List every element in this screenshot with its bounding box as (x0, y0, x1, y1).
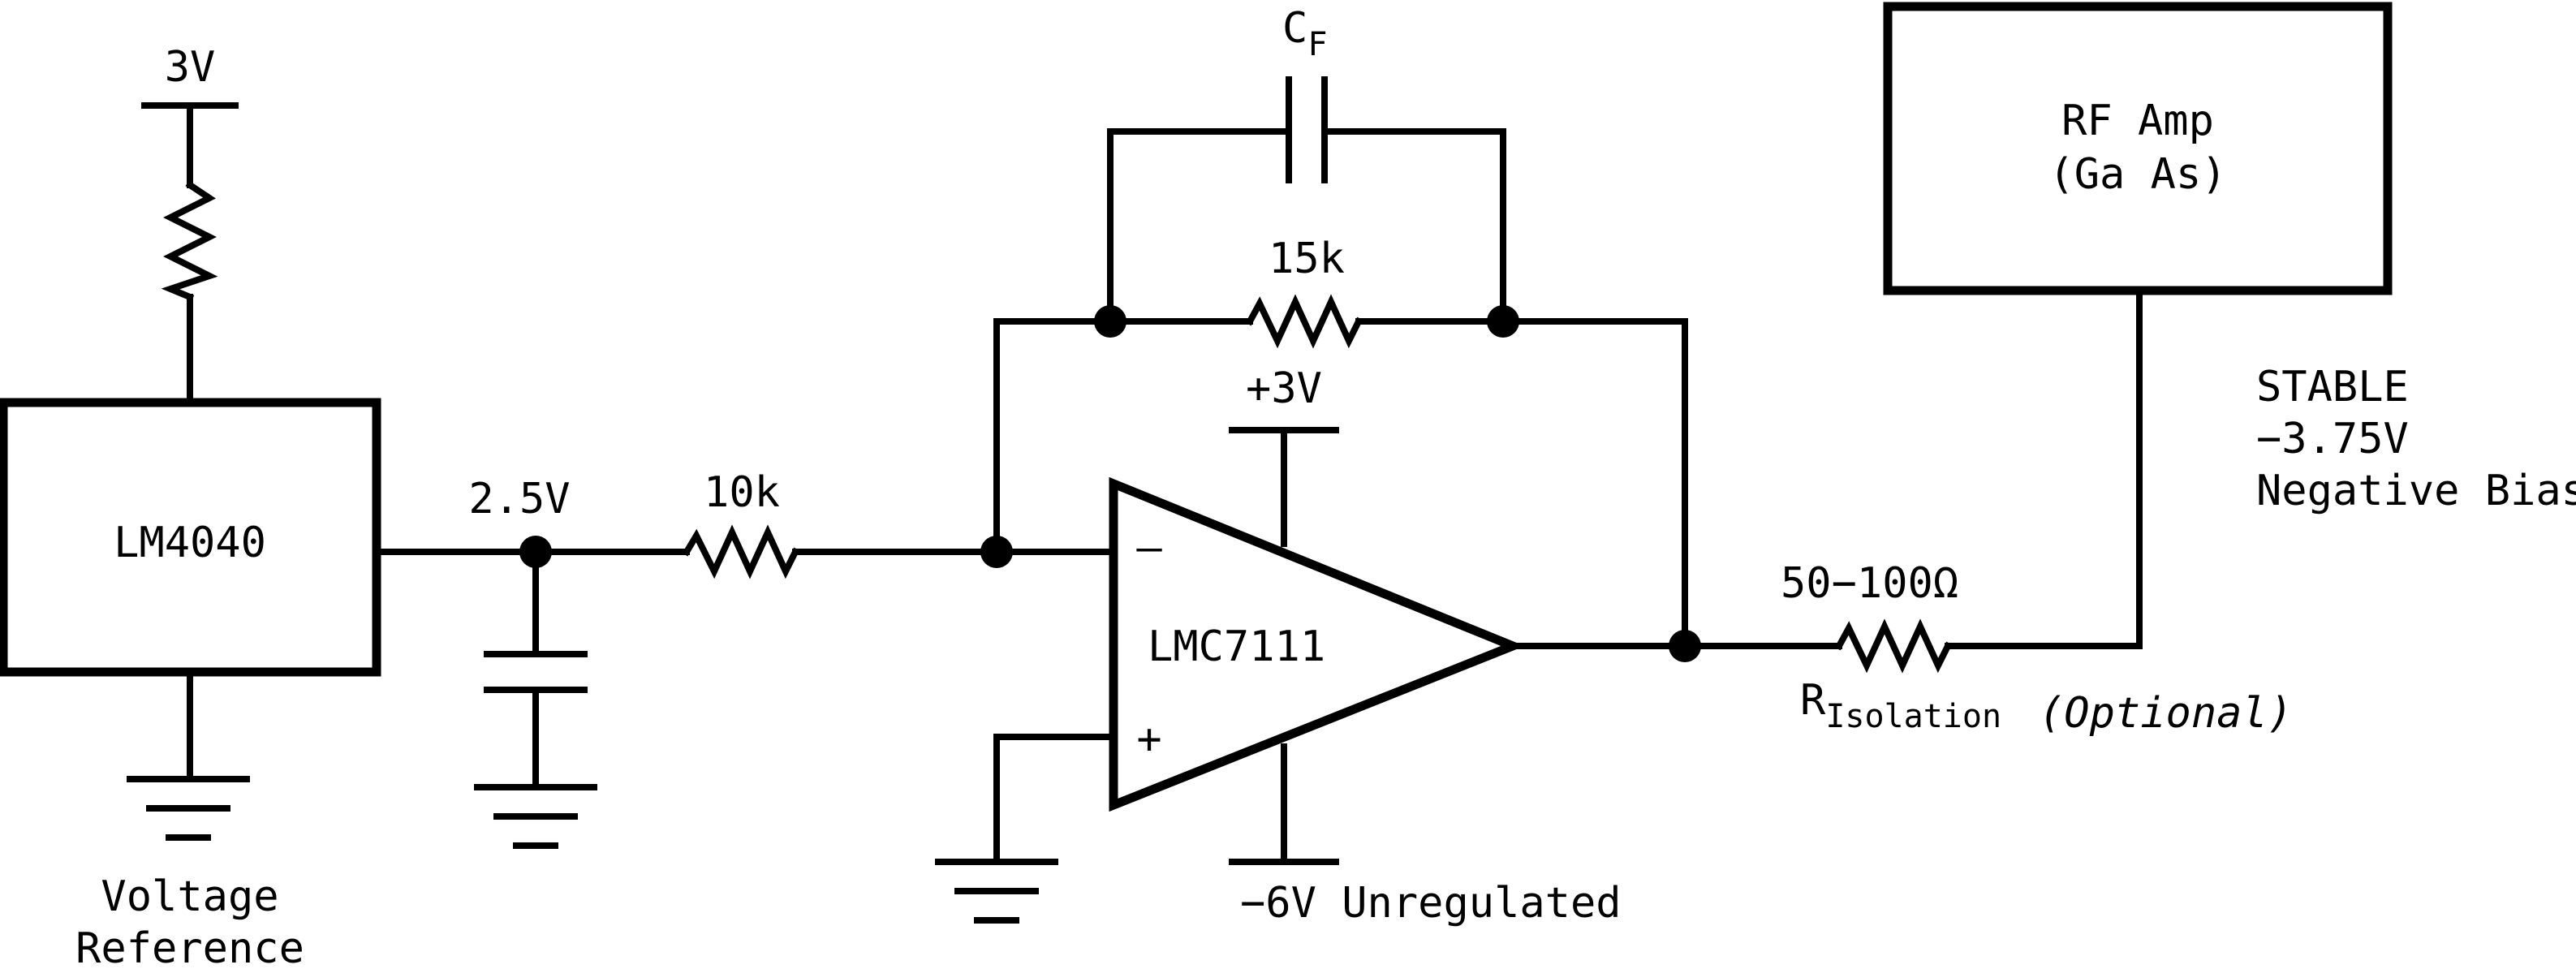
rf-amp-box (1883, 2, 2393, 295)
voltage-reference-label-line2: Reference (75, 924, 304, 969)
resistor-isolation (1834, 618, 1953, 674)
supply-3v-rail (141, 102, 239, 188)
filter-capacitor-ground-symbol (474, 784, 597, 849)
filter-capacitor (484, 549, 588, 790)
opamp-lmc7111 (1109, 476, 1525, 812)
capacitor-cf-label: CF (1282, 4, 1327, 63)
opamp-minus-6v-supply (1229, 743, 1339, 865)
resistor-isolation-optional-label: (Optional) (2039, 689, 2293, 738)
stable-bias-label-line3: Negative Bias (2256, 467, 2576, 515)
opamp-inverting-sign: – (1136, 523, 1162, 572)
resistor-10k-label: 10k (704, 468, 780, 517)
resistor-isolation-label: RIsolation (1800, 676, 2001, 735)
lm4040-ground-symbol (127, 669, 250, 841)
lm4040-label: LM4040 (114, 519, 266, 567)
resistor-isolation-value-label: 50−100Ω (1781, 559, 1958, 608)
rf-amp-label-line1: RF Amp (2061, 97, 2214, 145)
supply-plus-3v-label: +3V (1246, 364, 1322, 413)
voltage-reference-label-line1: Voltage (101, 872, 278, 921)
opamp-lmc7111-label: LMC7111 (1148, 622, 1325, 671)
resistor-15k-label: 15k (1269, 235, 1345, 283)
capacitor-cf (1107, 76, 1506, 325)
supply-minus-6v-label: −6V Unregulated (1240, 879, 1622, 928)
supply-3v-label: 3V (165, 43, 216, 92)
stable-bias-label-line1: STABLE (2256, 363, 2409, 411)
opamp-plus-3v-supply (1229, 427, 1339, 547)
noninverting-input-ground-symbol (935, 734, 1117, 924)
resistor-15k (1245, 294, 1363, 349)
opamp-noninverting-sign: + (1136, 715, 1161, 764)
resistor-10k (682, 524, 800, 579)
rf-amp-label-line2: (Ga As) (2048, 150, 2226, 199)
pullup-resistor (161, 180, 218, 302)
stable-bias-label-line2: −3.75V (2256, 415, 2409, 463)
node-2-5v-label: 2.5V (468, 475, 570, 523)
